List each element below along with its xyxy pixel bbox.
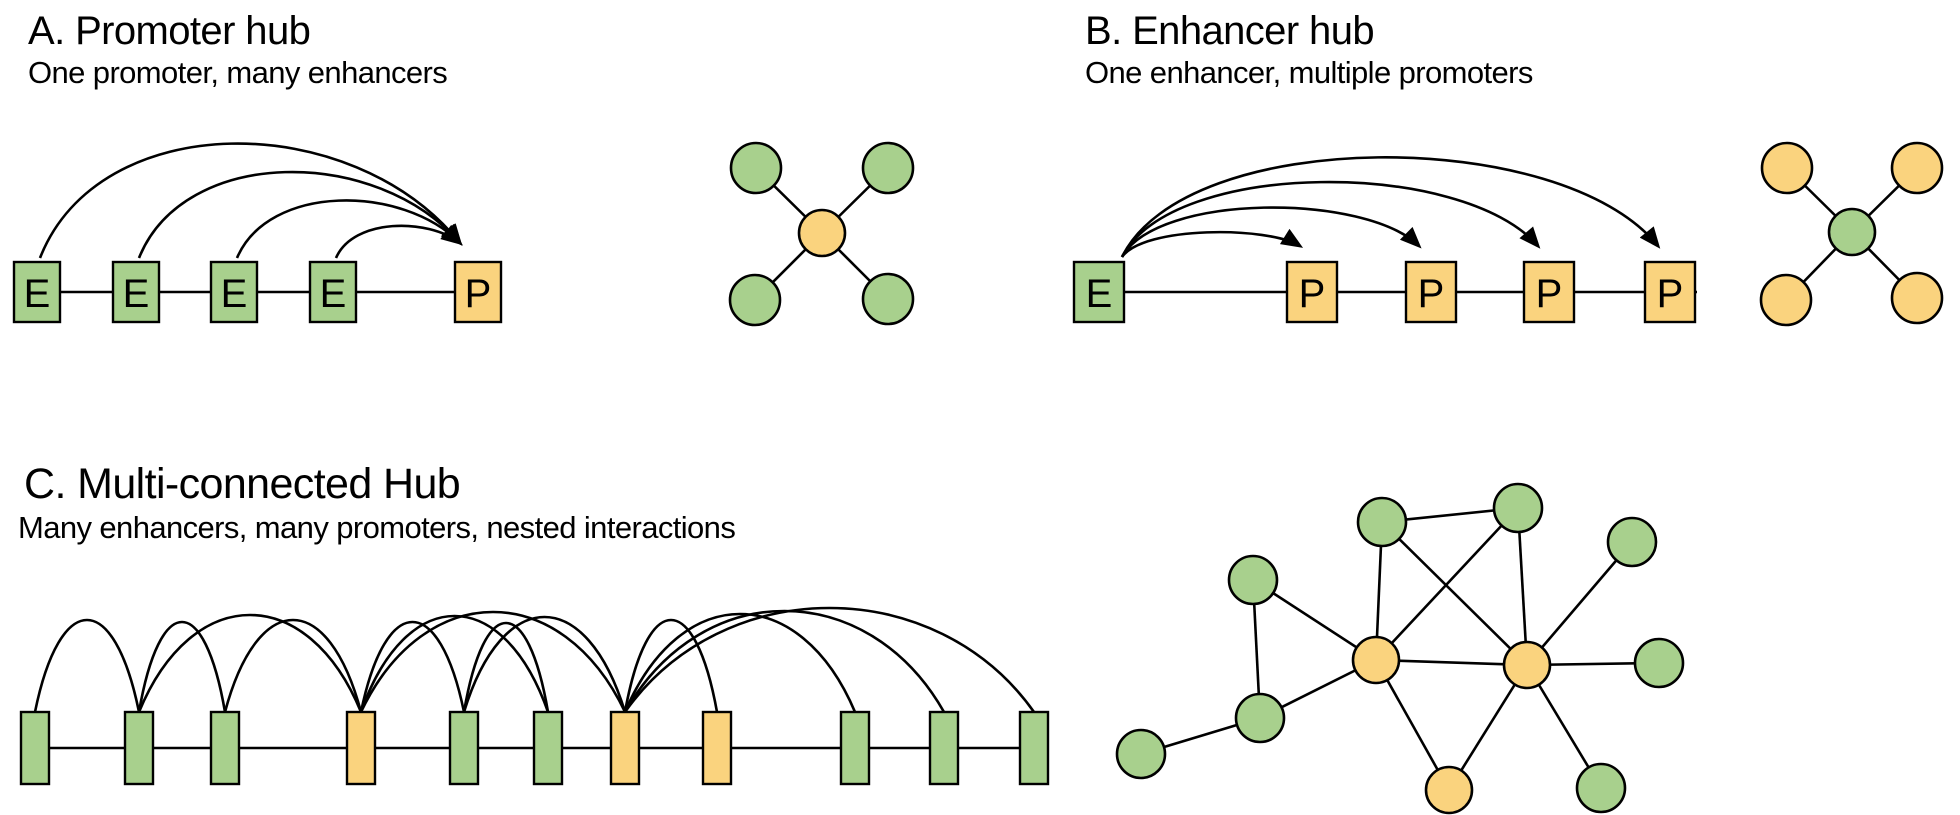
promoter-node <box>1890 141 1944 195</box>
graph-edge <box>1516 507 1529 666</box>
panel-a-header: A. Promoter hub One promoter, many enhan… <box>28 8 448 93</box>
enhancer-node <box>861 272 915 326</box>
panel-b-title: B. Enhancer hub <box>1085 9 1375 53</box>
enhancer-box-label: E <box>123 272 150 316</box>
panel-c-subtitle: Many enhancers, many promoters, nested i… <box>18 510 736 546</box>
multi-connected-hub-track <box>19 606 1050 786</box>
promoter-box <box>1285 260 1339 324</box>
enhancer-box <box>209 710 241 786</box>
enhancer-node <box>1115 728 1167 780</box>
promoter-node <box>1890 271 1944 325</box>
enhancer-node <box>1227 554 1279 606</box>
enhancer-box <box>209 260 259 324</box>
panel-a-subtitle: One promoter, many enhancers <box>28 55 448 90</box>
enhancer-node <box>1606 516 1658 568</box>
promoter-node <box>1351 635 1401 685</box>
enhancer-node <box>1827 207 1877 257</box>
enhancer-box <box>1072 260 1126 324</box>
promoter-box-label: P <box>465 272 492 316</box>
promoter-box-label: P <box>1657 272 1684 316</box>
enhancer-box <box>448 710 480 786</box>
multi-connected-hub-graph <box>1115 482 1685 815</box>
enhancer-node <box>861 141 915 195</box>
enhancer-node <box>1492 482 1544 534</box>
panel-b-subtitle: One enhancer, multiple promoters <box>1085 55 1533 90</box>
enhancer-box <box>839 710 871 786</box>
promoter-box <box>609 710 641 786</box>
promoter-node <box>1424 765 1474 815</box>
promoter-hub-graph <box>728 141 915 327</box>
enhancer-box <box>19 710 51 786</box>
graph-edge <box>1375 658 1528 667</box>
interaction-arc <box>137 170 463 259</box>
interaction-arc <box>1120 180 1541 258</box>
interaction-arc <box>623 618 719 713</box>
interaction-arc <box>623 606 1036 713</box>
enhancer-hub-graph <box>1759 141 1944 327</box>
promoter-box <box>1404 260 1458 324</box>
promoter-node <box>1760 141 1814 195</box>
interaction-arc <box>359 620 466 713</box>
enhancer-box-label: E <box>320 272 347 316</box>
enhancer-box <box>12 260 62 324</box>
graph-edge <box>1447 664 1529 791</box>
panel-c-header: C. Multi-connected Hub Many enhancers, m… <box>18 460 736 548</box>
interaction-arc <box>38 142 463 259</box>
interaction-arc <box>334 224 463 259</box>
enhancer-box <box>111 260 161 324</box>
interaction-arc <box>623 612 857 713</box>
promoter-node <box>1759 273 1813 327</box>
interaction-arc <box>1120 228 1304 258</box>
graph-edge <box>1374 659 1451 791</box>
enhancer-node <box>1234 692 1286 744</box>
promoter-box <box>453 260 503 324</box>
promoter-node <box>1502 640 1552 690</box>
interaction-arc <box>359 610 627 713</box>
interaction-arc <box>1120 156 1661 258</box>
enhancer-box <box>928 710 960 786</box>
graph-edge <box>1381 521 1528 666</box>
enhancer-node <box>729 141 783 195</box>
interaction-arc <box>137 621 227 713</box>
enhancer-node <box>1633 637 1685 689</box>
enhancer-node <box>1575 762 1627 814</box>
interaction-arc <box>137 613 363 713</box>
enhancer-box <box>532 710 564 786</box>
enhancer-box-label: E <box>24 272 51 316</box>
panel-b-header: B. Enhancer hub One enhancer, multiple p… <box>1085 8 1533 93</box>
enhancer-node <box>1356 496 1408 548</box>
promoter-box-label: P <box>1418 272 1445 316</box>
interaction-arc <box>1120 206 1422 258</box>
promoter-node <box>797 208 847 258</box>
interaction-arc <box>223 618 363 713</box>
enhancer-box <box>123 710 155 786</box>
enhancer-box-label: E <box>1086 272 1113 316</box>
promoter-box <box>345 710 377 786</box>
promoter-box-label: P <box>1536 272 1563 316</box>
enhancer-box-label: E <box>221 272 248 316</box>
graph-edge <box>1375 507 1519 661</box>
enhancer-node <box>728 273 782 327</box>
interaction-arc <box>359 614 550 713</box>
promoter-box <box>1522 260 1576 324</box>
interaction-arc <box>33 618 141 713</box>
promoter-box-label: P <box>1299 272 1326 316</box>
enhancer-box <box>308 260 358 324</box>
panel-a-title: A. Promoter hub <box>28 9 311 53</box>
promoter-box <box>1643 260 1697 324</box>
promoter-box <box>701 710 733 786</box>
panel-c-title: C. Multi-connected Hub <box>24 460 461 508</box>
interaction-arc <box>462 622 550 713</box>
enhancer-box <box>1018 710 1050 786</box>
graph-edge <box>1526 541 1633 666</box>
interaction-arc <box>235 199 463 259</box>
interaction-arc <box>462 615 627 713</box>
